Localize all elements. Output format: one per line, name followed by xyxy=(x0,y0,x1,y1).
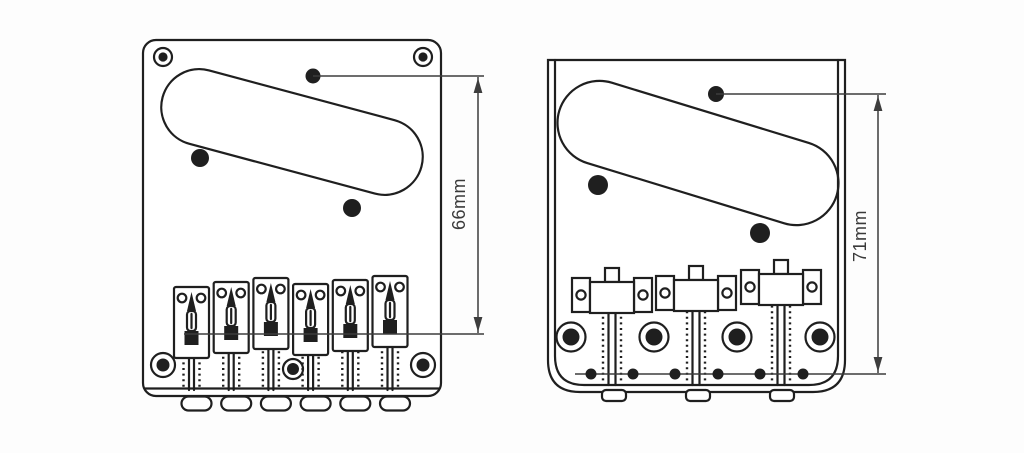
string-hole-dot xyxy=(585,368,597,380)
dimension-arrow-down xyxy=(873,357,883,372)
ferrule-foot xyxy=(180,395,213,412)
dimension-arrow-down xyxy=(473,317,483,332)
ferrule-foot xyxy=(339,395,372,412)
left-bridge-plate: 66mm xyxy=(141,38,484,412)
dimension-66mm: 66mm xyxy=(184,75,484,335)
string-hole-dot xyxy=(712,368,724,380)
dimension-71mm: 71mm xyxy=(716,93,886,373)
saddle xyxy=(331,278,369,353)
string-hole-dot xyxy=(669,368,681,380)
ferrule-foot xyxy=(299,395,332,412)
pickup-cutout xyxy=(556,79,840,227)
position-dot xyxy=(191,149,209,167)
string-ferrule xyxy=(555,321,587,353)
dimension-label: 71mm xyxy=(850,210,870,262)
saddle xyxy=(172,285,211,360)
saddle xyxy=(252,276,290,351)
string-ferrule xyxy=(804,321,836,353)
dimension-label: 66mm xyxy=(449,178,469,230)
right-bridge-plate: 71mm xyxy=(546,58,886,403)
screw-tab xyxy=(684,388,712,403)
position-dot xyxy=(588,175,608,195)
saddle xyxy=(371,274,409,349)
ferrule-foot xyxy=(220,395,253,412)
string-hole-dot xyxy=(627,368,639,380)
dimension-arrow-up xyxy=(473,78,483,93)
pickup-cutout xyxy=(160,68,424,196)
ferrule-foot xyxy=(259,395,292,412)
position-dot xyxy=(343,199,361,217)
string-ferrule xyxy=(721,321,753,353)
screw-tab xyxy=(768,388,796,403)
plate-inner-lip xyxy=(553,58,840,387)
string-hole-dot xyxy=(797,368,809,380)
screw-tab xyxy=(600,388,628,403)
string-hole-dot xyxy=(754,368,766,380)
string-ferrule xyxy=(638,321,670,353)
saddle xyxy=(212,280,250,355)
position-dot xyxy=(750,223,770,243)
saddle xyxy=(292,282,330,357)
ferrule-foot xyxy=(378,395,412,412)
dimension-arrow-up xyxy=(873,96,883,111)
string-hole-row xyxy=(575,368,886,380)
